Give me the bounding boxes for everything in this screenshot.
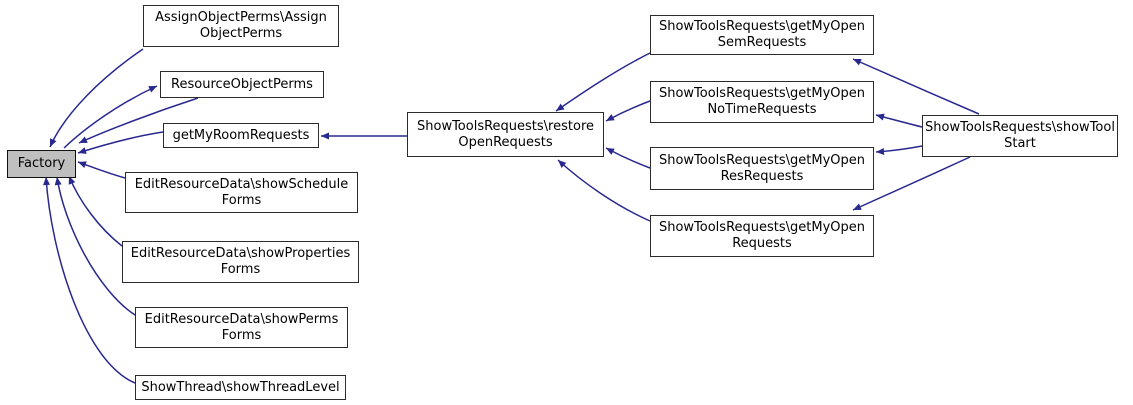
edge-room-to-factory (77, 131, 164, 154)
node-show-tool-start[interactable]: ShowToolsRequests\showTool Start (922, 115, 1118, 157)
edge-toolstart-to-res (875, 145, 923, 155)
node-restore-open-requests[interactable]: ShowToolsRequests\restore OpenRequests (407, 112, 604, 157)
node-get-my-open-no-time-requests[interactable]: ShowToolsRequests\getMyOpen NoTimeReques… (650, 81, 874, 123)
node-get-my-open-sem-requests[interactable]: ShowToolsRequests\getMyOpen SemRequests (650, 15, 874, 55)
edge-assign-to-factory (49, 48, 144, 148)
node-factory[interactable]: Factory (7, 150, 76, 178)
edge-resource-to-factory (78, 97, 199, 144)
edge-toolstart-to-notime (875, 113, 923, 128)
node-get-my-room-requests[interactable]: getMyRoomRequests (163, 123, 319, 148)
node-show-schedule-forms[interactable]: EditResourceData\showSchedule Forms (125, 172, 358, 213)
edge-factory-to-resource (63, 85, 158, 149)
node-get-my-open-res-requests[interactable]: ShowToolsRequests\getMyOpen ResRequests (650, 147, 874, 190)
node-show-thread-level[interactable]: ShowThread\showThreadLevel (135, 375, 346, 400)
node-get-my-open-requests[interactable]: ShowToolsRequests\getMyOpen Requests (650, 215, 874, 257)
edge-notime-to-restore (605, 100, 651, 122)
edge-toolstart-to-sem (852, 58, 980, 115)
edge-schedule-to-factory (77, 161, 126, 179)
edge-sem-to-restore (555, 52, 651, 112)
node-show-properties-forms[interactable]: EditResourceData\showProperties Forms (122, 241, 359, 283)
node-show-perms-forms[interactable]: EditResourceData\showPerms Forms (135, 307, 348, 348)
node-resource-object-perms[interactable]: ResourceObjectPerms (160, 71, 324, 98)
edge-perms-to-factory (54, 176, 136, 316)
node-assign-object-perms[interactable]: AssignObjectPerms\Assign ObjectPerms (143, 5, 339, 47)
edge-toolstart-to-requests (852, 156, 971, 211)
edge-res-to-restore (605, 147, 651, 169)
edge-thread-to-factory (43, 176, 136, 384)
edge-requests-to-restore (557, 159, 651, 222)
edge-properties-to-factory (68, 175, 123, 247)
